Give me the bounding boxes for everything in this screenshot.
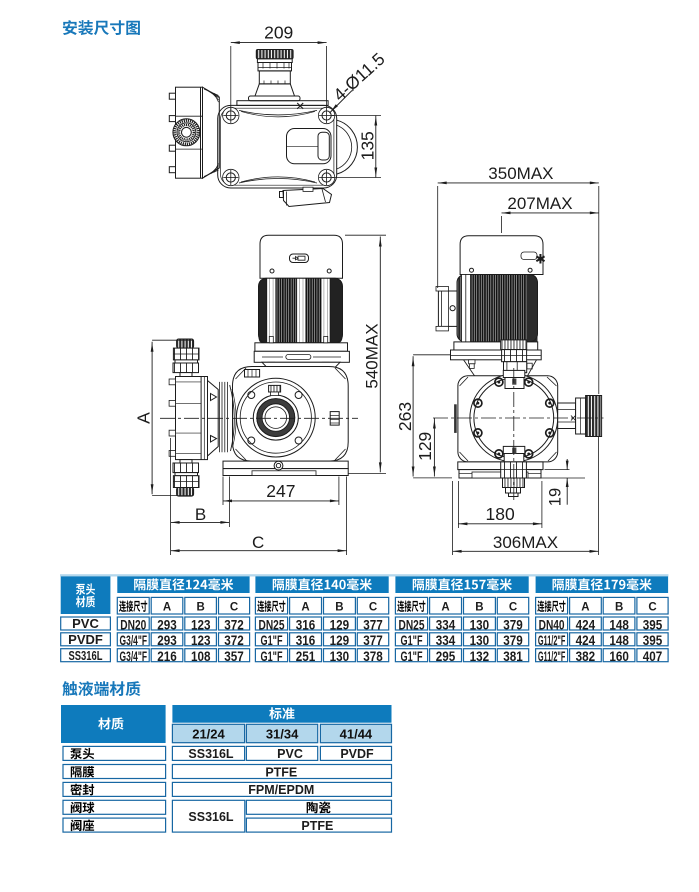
- svg-text:379: 379: [503, 616, 523, 632]
- svg-text:PVDF: PVDF: [340, 747, 374, 761]
- svg-text:247: 247: [266, 481, 295, 501]
- svg-text:381: 381: [503, 648, 523, 664]
- svg-text:395: 395: [643, 632, 663, 648]
- svg-text:130: 130: [470, 616, 490, 632]
- svg-text:295: 295: [436, 648, 456, 664]
- svg-text:372: 372: [224, 632, 244, 648]
- svg-text:382: 382: [576, 648, 596, 664]
- svg-text:160: 160: [609, 648, 629, 664]
- svg-text:148: 148: [609, 632, 629, 648]
- svg-text:A: A: [301, 601, 309, 613]
- svg-text:216: 216: [157, 648, 177, 664]
- svg-text:350MAX: 350MAX: [488, 164, 553, 183]
- svg-text:B: B: [475, 601, 483, 613]
- svg-text:B: B: [195, 505, 206, 524]
- svg-text:316: 316: [296, 632, 316, 648]
- svg-text:129: 129: [415, 432, 435, 461]
- svg-text:SS316L: SS316L: [69, 648, 103, 663]
- svg-text:424: 424: [576, 616, 596, 632]
- svg-text:407: 407: [643, 648, 663, 664]
- svg-text:207MAX: 207MAX: [507, 194, 572, 213]
- svg-text:B: B: [197, 601, 205, 613]
- svg-text:G11/2"F: G11/2"F: [538, 632, 566, 648]
- svg-text:129: 129: [330, 616, 350, 632]
- svg-text:PTFE: PTFE: [301, 819, 333, 833]
- svg-text:130: 130: [330, 648, 350, 664]
- svg-text:377: 377: [363, 616, 383, 632]
- svg-text:540MAX: 540MAX: [362, 323, 381, 388]
- svg-text:G1"F: G1"F: [261, 648, 283, 664]
- svg-text:C: C: [648, 601, 656, 613]
- svg-text:123: 123: [191, 616, 211, 632]
- svg-text:A: A: [134, 412, 154, 424]
- svg-text:129: 129: [330, 632, 350, 648]
- svg-text:293: 293: [157, 632, 177, 648]
- svg-text:424: 424: [576, 632, 596, 648]
- svg-text:372: 372: [224, 616, 244, 632]
- svg-text:B: B: [615, 601, 623, 613]
- svg-text:251: 251: [296, 648, 316, 664]
- svg-text:357: 357: [224, 648, 244, 664]
- svg-text:B: B: [335, 601, 343, 613]
- svg-text:306MAX: 306MAX: [493, 533, 558, 552]
- svg-text:C: C: [230, 601, 238, 613]
- svg-text:130: 130: [470, 632, 490, 648]
- svg-text:316: 316: [296, 616, 316, 632]
- svg-text:19: 19: [547, 488, 565, 506]
- svg-text:DN25: DN25: [259, 616, 285, 632]
- svg-text:378: 378: [363, 648, 383, 664]
- svg-text:41/44: 41/44: [340, 726, 373, 741]
- svg-text:123: 123: [191, 632, 211, 648]
- svg-text:SS316L: SS316L: [188, 747, 234, 761]
- svg-text:PTFE: PTFE: [265, 765, 297, 779]
- svg-text:A: A: [581, 601, 589, 613]
- svg-text:G3/4"F: G3/4"F: [120, 632, 148, 648]
- svg-text:DN40: DN40: [539, 616, 565, 632]
- svg-text:DN25: DN25: [399, 616, 425, 632]
- svg-text:334: 334: [436, 616, 456, 632]
- svg-text:DN20: DN20: [120, 616, 146, 632]
- svg-text:293: 293: [157, 616, 177, 632]
- svg-text:C: C: [252, 533, 264, 552]
- svg-text:377: 377: [363, 632, 383, 648]
- svg-text:148: 148: [609, 616, 629, 632]
- svg-text:21/24: 21/24: [192, 726, 225, 741]
- svg-text:C: C: [509, 601, 517, 613]
- svg-text:135: 135: [357, 131, 377, 160]
- svg-text:334: 334: [436, 632, 456, 648]
- svg-text:209: 209: [264, 23, 293, 43]
- svg-text:FPM/EPDM: FPM/EPDM: [248, 783, 314, 797]
- svg-text:108: 108: [191, 648, 211, 664]
- svg-text:180: 180: [485, 504, 514, 524]
- svg-text:G1"F: G1"F: [401, 648, 423, 664]
- svg-text:4-Ø11.5: 4-Ø11.5: [329, 49, 388, 105]
- svg-text:132: 132: [470, 648, 490, 664]
- svg-text:G11/2"F: G11/2"F: [538, 648, 566, 664]
- svg-text:PVC: PVC: [72, 616, 99, 631]
- svg-text:G1"F: G1"F: [261, 632, 283, 648]
- svg-text:A: A: [163, 601, 171, 613]
- svg-text:PVC: PVC: [277, 747, 303, 761]
- svg-text:G3/4"F: G3/4"F: [120, 648, 148, 664]
- svg-text:SS316L: SS316L: [188, 810, 234, 824]
- svg-text:379: 379: [503, 632, 523, 648]
- svg-text:G1"F: G1"F: [401, 632, 423, 648]
- svg-text:C: C: [369, 601, 377, 613]
- svg-text:31/34: 31/34: [266, 726, 299, 741]
- svg-text:A: A: [441, 601, 449, 613]
- svg-text:PVDF: PVDF: [68, 632, 103, 647]
- svg-text:✱: ✱: [535, 252, 546, 267]
- svg-text:263: 263: [395, 402, 415, 431]
- svg-text:395: 395: [643, 616, 663, 632]
